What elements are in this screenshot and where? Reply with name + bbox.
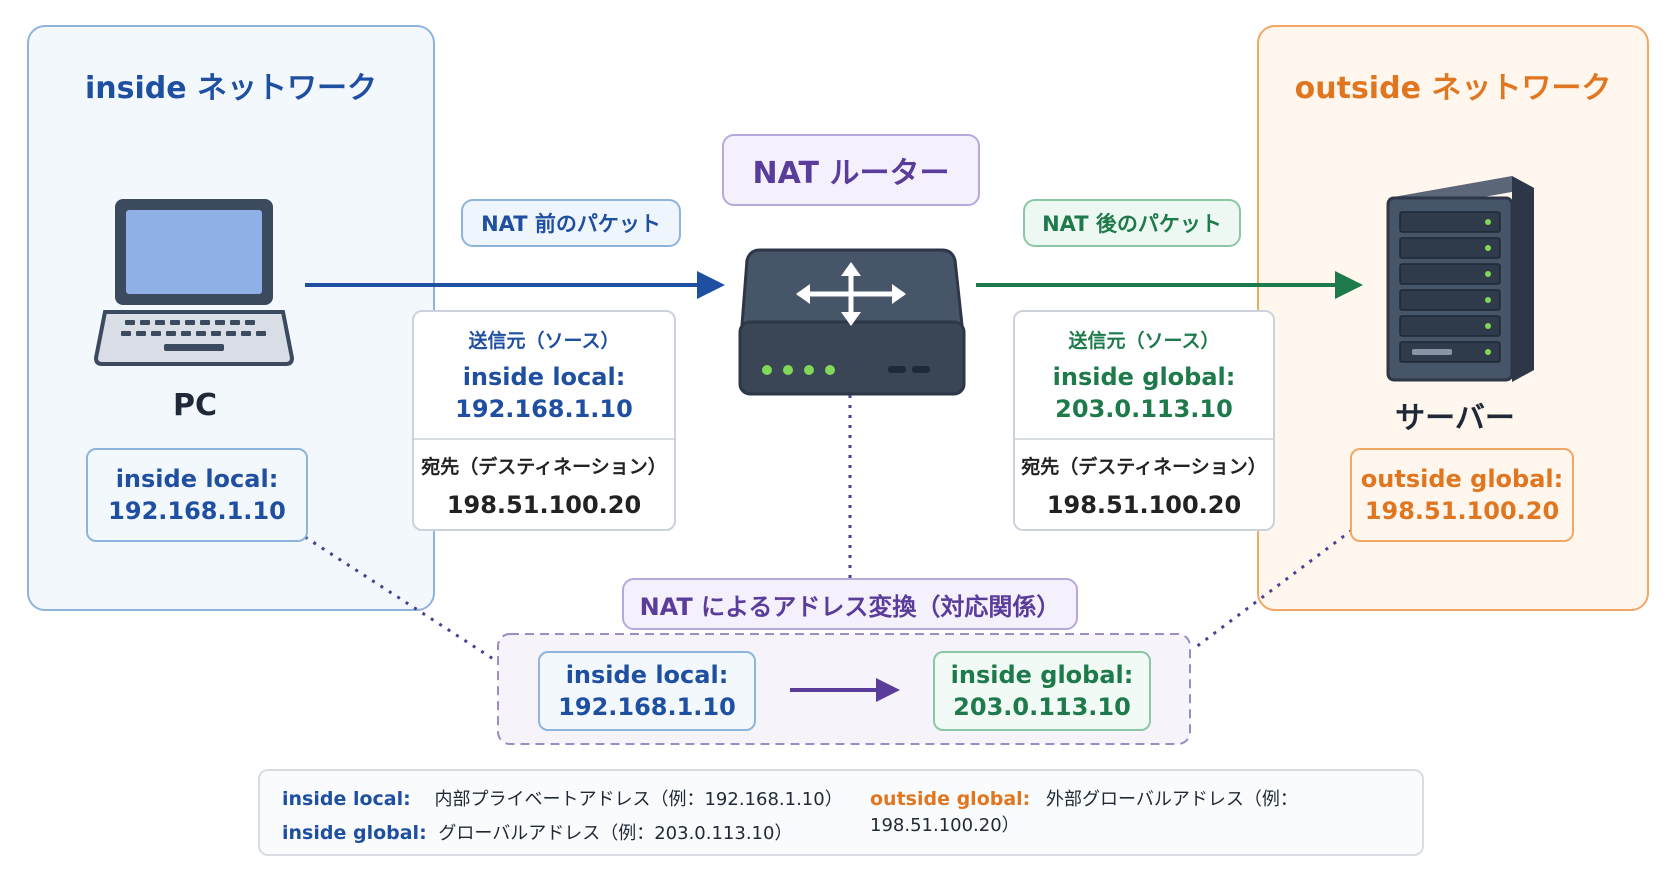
server-icon: [1386, 176, 1534, 382]
after-packet-box: 送信元（ソース） inside global: 203.0.113.10 宛先（…: [1013, 310, 1275, 531]
after-source-heading: 送信元（ソース）: [1068, 329, 1220, 352]
legend-key-inside-local: inside local:: [282, 788, 411, 810]
inside-network-title: inside ネットワーク: [84, 71, 378, 106]
after-destination-value: 198.51.100.20: [1046, 491, 1242, 519]
router-icon: [738, 248, 966, 396]
before-source-heading: 送信元（ソース）: [468, 329, 620, 352]
after-source-value: 203.0.113.10: [1055, 394, 1233, 423]
legend-item-inside-global: inside global: グローバルアドレス（例：203.0.113.10）: [282, 819, 792, 845]
after-packet-tag: NAT 後のパケット: [1023, 199, 1241, 247]
pc-dotted-link: [304, 535, 499, 664]
after-destination-section: 宛先（デスティネーション） 198.51.100.20: [1015, 440, 1273, 533]
pc-to-router-arrowhead: [697, 271, 725, 299]
before-source-label: inside local:: [462, 362, 626, 391]
legend-desc-inside-local: 内部プライベートアドレス（例：192.168.1.10）: [434, 789, 843, 810]
translation-from-box: inside local: 192.168.1.10: [538, 651, 756, 731]
before-packet-tag: NAT 前のパケット: [461, 199, 681, 247]
legend-item-outside-global: outside global: 外部グローバルアドレス（例：198.51.100…: [870, 785, 1422, 837]
before-destination-value: 198.51.100.20: [446, 491, 642, 519]
after-source-label: inside global:: [1052, 362, 1236, 391]
server-address-label: outside global:: [1360, 465, 1564, 493]
router-to-server-arrowhead: [1335, 271, 1363, 299]
translation-to-value: 203.0.113.10: [953, 693, 1131, 721]
before-source-section: 送信元（ソース） inside local: 192.168.1.10: [414, 312, 674, 440]
legend-desc-inside-global: グローバルアドレス（例：203.0.113.10）: [438, 823, 793, 844]
pc-address-label: inside local:: [115, 465, 279, 493]
pc-label: PC: [172, 388, 217, 423]
translation-to-label: inside global:: [950, 661, 1134, 689]
legend-key-outside-global: outside global:: [870, 788, 1031, 810]
legend-key-inside-global: inside global:: [282, 822, 427, 844]
laptop-icon: [93, 199, 295, 366]
legend-desc-outside-global: 外部グローバルアドレス（例：198.51.100.20）: [870, 789, 1298, 836]
pc-address-box: inside local: 192.168.1.10: [86, 448, 308, 542]
server-label: サーバー: [1395, 401, 1515, 436]
before-destination-section: 宛先（デスティネーション） 198.51.100.20: [414, 440, 674, 533]
before-source-value: 192.168.1.10: [455, 394, 633, 423]
translation-arrowhead: [876, 678, 900, 702]
after-source-section: 送信元（ソース） inside global: 203.0.113.10: [1015, 312, 1273, 440]
translation-title: NAT によるアドレス変換（対応関係）: [622, 578, 1078, 630]
translation-from-label: inside local:: [565, 661, 729, 689]
pc-address-value: 192.168.1.10: [108, 497, 286, 525]
outside-network-title: outside ネットワーク: [1294, 71, 1612, 106]
after-destination-heading: 宛先（デスティネーション）: [1021, 456, 1267, 478]
translation-to-box: inside global: 203.0.113.10: [933, 651, 1151, 731]
legend-box: inside local: 内部プライベートアドレス（例：192.168.1.1…: [258, 769, 1424, 856]
server-dotted-link: [1191, 528, 1353, 652]
router-title: NAT ルーター: [722, 134, 980, 206]
server-address-value: 198.51.100.20: [1364, 497, 1560, 525]
server-address-box: outside global: 198.51.100.20: [1350, 448, 1574, 542]
legend-item-inside-local: inside local: 内部プライベートアドレス（例：192.168.1.1…: [282, 785, 843, 811]
before-destination-heading: 宛先（デスティネーション）: [421, 456, 667, 478]
translation-from-value: 192.168.1.10: [558, 693, 736, 721]
before-packet-box: 送信元（ソース） inside local: 192.168.1.10 宛先（デ…: [412, 310, 676, 531]
